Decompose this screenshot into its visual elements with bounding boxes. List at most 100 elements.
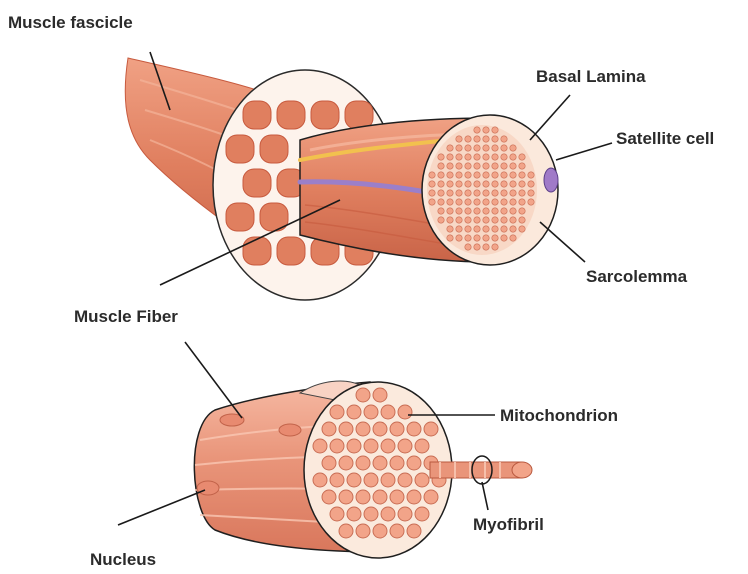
myofibril-dot-12 <box>465 145 471 151</box>
myofibril-dot-29 <box>447 163 453 169</box>
myofibril-cross-section-41 <box>390 490 404 504</box>
myofibril-cross-section-39 <box>356 490 370 504</box>
myofibril-dot-98 <box>456 217 462 223</box>
myofibril-dot-28 <box>438 163 444 169</box>
myofibril-dot-60 <box>519 181 525 187</box>
myofibril-cross-section-37 <box>322 490 336 504</box>
myofibril-dot-97 <box>447 217 453 223</box>
myofibril-dot-3 <box>492 127 498 133</box>
myofibril-rod <box>430 462 522 478</box>
myofibril-dot-25 <box>501 154 507 160</box>
myofibril-cross-section-19 <box>381 439 395 453</box>
myofibril-dot-65 <box>456 190 462 196</box>
myofibril-dot-20 <box>456 154 462 160</box>
myofibril-dot-61 <box>528 181 534 187</box>
myofibril-dot-30 <box>456 163 462 169</box>
myofibril-dot-17 <box>510 145 516 151</box>
myofibril-dot-22 <box>474 154 480 160</box>
label-mitochondrion: Mitochondrion <box>500 406 618 425</box>
myofibril-cross-section-26 <box>390 456 404 470</box>
myofibril-cross-section-50 <box>339 524 353 538</box>
myofibril-dot-92 <box>492 208 498 214</box>
myofibril-cross-section-3 <box>330 405 344 419</box>
fascicle-fiber-cell-2 <box>277 101 305 129</box>
myofibril-dot-4 <box>456 136 462 142</box>
myofibril-cross-section-46 <box>364 507 378 521</box>
leader-sarcolemma <box>540 222 585 262</box>
fascicle-fiber-cell-1 <box>243 101 271 129</box>
myofibril-dot-1 <box>474 127 480 133</box>
myofibril-cross-section-12 <box>390 422 404 436</box>
myofibril-dot-108 <box>465 226 471 232</box>
myofibril-dot-126 <box>492 244 498 250</box>
myofibril-dot-8 <box>492 136 498 142</box>
label-satellite-cell: Satellite cell <box>616 129 714 148</box>
myofibril-dot-77 <box>456 199 462 205</box>
myofibril-dot-99 <box>465 217 471 223</box>
myofibril-cross-section-20 <box>398 439 412 453</box>
fascicle-fiber-cell-7 <box>243 169 271 197</box>
myofibril-dot-105 <box>519 217 525 223</box>
myofibril-dot-55 <box>474 181 480 187</box>
myofibril-dot-83 <box>510 199 516 205</box>
myofibril-cross-section-42 <box>407 490 421 504</box>
myofibril-dot-31 <box>465 163 471 169</box>
myofibril-dot-2 <box>483 127 489 133</box>
myofibril-cross-section-30 <box>330 473 344 487</box>
myofibril-dot-117 <box>465 235 471 241</box>
myofibril-cross-section-34 <box>398 473 412 487</box>
myofibril-rod-end <box>512 462 532 478</box>
myofibril-cross-section-35 <box>415 473 429 487</box>
myofibril-cross-section-6 <box>381 405 395 419</box>
myofibril-dot-69 <box>492 190 498 196</box>
myofibril-cross-section-53 <box>390 524 404 538</box>
myofibril-cross-section-21 <box>415 439 429 453</box>
myofibril-dot-9 <box>501 136 507 142</box>
myofibril-cross-section-29 <box>313 473 327 487</box>
myofibril-dot-100 <box>474 217 480 223</box>
myofibril-dot-58 <box>501 181 507 187</box>
myofibril-dot-5 <box>465 136 471 142</box>
myofibril-dot-79 <box>474 199 480 205</box>
myofibril-dot-35 <box>501 163 507 169</box>
label-myofibril: Myofibril <box>473 515 544 534</box>
myofibril-cross-section-5 <box>364 405 378 419</box>
myofibril-dot-116 <box>456 235 462 241</box>
myofibril-cross-section-2 <box>373 388 387 402</box>
myofibril-dot-110 <box>483 226 489 232</box>
myofibril-dot-95 <box>519 208 525 214</box>
myofibril-dot-85 <box>528 199 534 205</box>
myofibril-dot-106 <box>447 226 453 232</box>
myofibril-dot-88 <box>456 208 462 214</box>
myofibril-dot-47 <box>510 172 516 178</box>
satellite-cell <box>544 168 558 192</box>
myofibril-dot-53 <box>456 181 462 187</box>
myofibril-dot-91 <box>483 208 489 214</box>
myofibril-cross-section-31 <box>347 473 361 487</box>
myofibril-dot-119 <box>483 235 489 241</box>
myofibril-cross-section-22 <box>322 456 336 470</box>
myofibril-dot-39 <box>438 172 444 178</box>
label-muscle-fascicle: Muscle fascicle <box>8 13 133 32</box>
myofibril-dot-16 <box>501 145 507 151</box>
leader-nucleus <box>118 490 205 525</box>
myofibril-dot-26 <box>510 154 516 160</box>
myofibril-dot-109 <box>474 226 480 232</box>
myofibril-dot-46 <box>501 172 507 178</box>
myofibril-dot-101 <box>483 217 489 223</box>
myofibril-dot-102 <box>492 217 498 223</box>
myofibril-dot-121 <box>501 235 507 241</box>
label-basal-lamina: Basal Lamina <box>536 67 646 86</box>
myofibril-cross-section-44 <box>330 507 344 521</box>
myofibril-dot-56 <box>483 181 489 187</box>
leader-basal-lamina <box>530 95 570 140</box>
myofibril-dot-89 <box>465 208 471 214</box>
myofibril-dot-93 <box>501 208 507 214</box>
fascicle-fiber-cell-12 <box>277 237 305 265</box>
myofibril-dot-44 <box>483 172 489 178</box>
myofibril-dot-94 <box>510 208 516 214</box>
myofibril-dot-36 <box>510 163 516 169</box>
myofibril-dot-57 <box>492 181 498 187</box>
myofibril-cross-section-17 <box>347 439 361 453</box>
